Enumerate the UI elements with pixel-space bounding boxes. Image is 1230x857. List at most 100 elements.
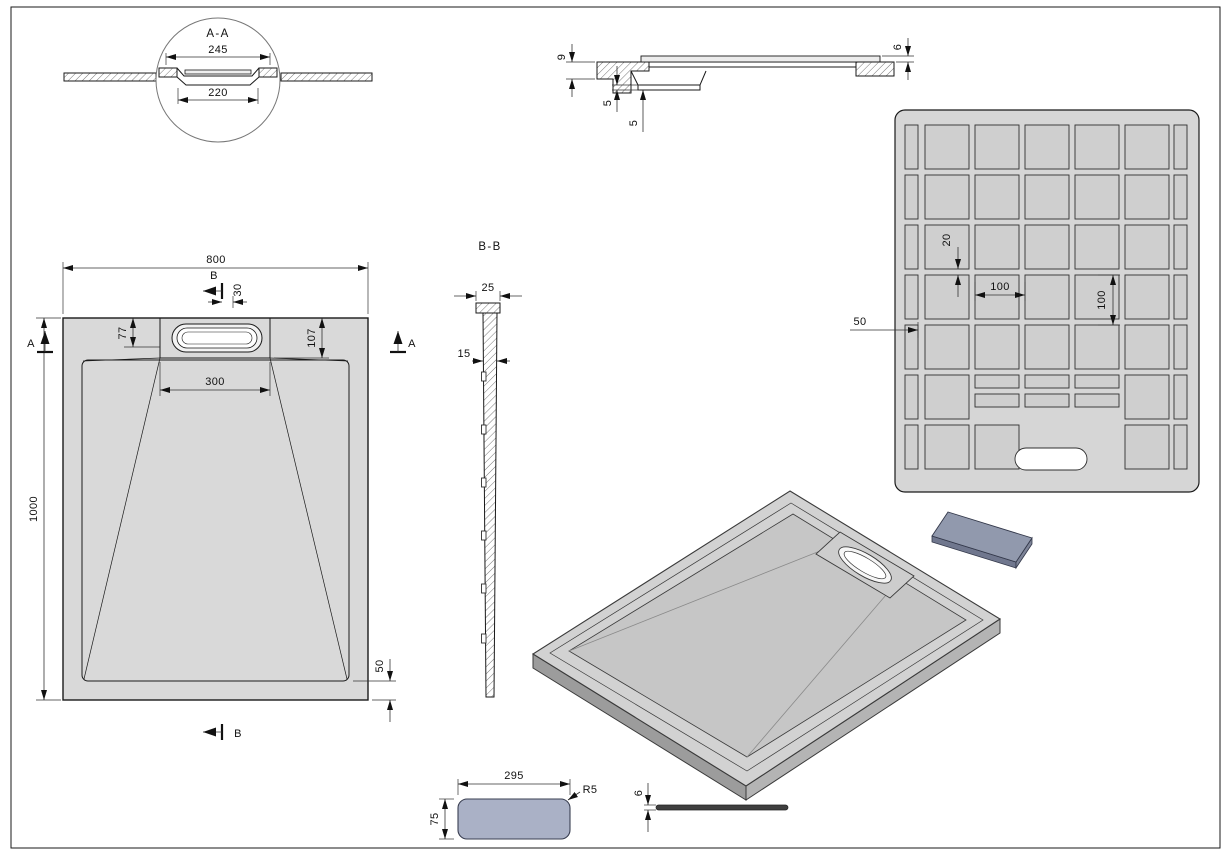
rib-cell <box>974 124 1020 170</box>
dim-1000: 1000 <box>28 317 61 701</box>
rib-grid <box>904 124 1188 471</box>
section-b-label: B <box>234 728 242 740</box>
section-a-label: A <box>408 338 416 350</box>
rib-cell <box>1074 174 1120 220</box>
edge-strip <box>904 424 919 470</box>
view-section-bb: B-B 25 15 <box>454 241 522 698</box>
section-marker-a-left: A <box>27 331 53 354</box>
edge-strip <box>1173 374 1188 420</box>
dim-5-first: 5 <box>602 66 640 112</box>
cover-side-profile <box>655 804 789 811</box>
edge-strip <box>1173 274 1188 320</box>
rib-strip <box>974 374 1020 389</box>
dim-800: 800 <box>62 254 369 314</box>
detail-circle <box>155 17 281 143</box>
dim-9: 9 <box>556 44 595 97</box>
section-bb-geometry <box>475 302 501 698</box>
rib-cell <box>1074 324 1120 370</box>
drain-cover-seat-inner <box>181 331 253 345</box>
dim-245-label: 245 <box>208 44 228 56</box>
rib-cell <box>974 224 1020 270</box>
rib-cell <box>1074 124 1120 170</box>
dim-30-label: 30 <box>232 283 244 296</box>
dim-15-label: 15 <box>457 348 470 360</box>
rib-cell <box>1124 424 1170 470</box>
section-bb-label: B-B <box>478 241 501 253</box>
tray-body <box>62 317 369 701</box>
view-bottom-ribs: 20 100 100 50 <box>850 109 1200 493</box>
dim-220-label: 220 <box>208 87 228 99</box>
dim-1000-label: 1000 <box>28 496 40 522</box>
dim-100h-label: 100 <box>990 281 1010 293</box>
rib-cell <box>974 324 1020 370</box>
dim-30: 30 <box>208 283 247 308</box>
dim-295-label: 295 <box>504 770 524 782</box>
dim-6-thickness: 6 <box>633 783 656 832</box>
section-top-geometry <box>596 55 895 94</box>
dim-20: 20 <box>941 233 961 297</box>
dim-20-label: 20 <box>941 233 953 246</box>
dim-100-horizontal: 100 <box>974 281 1026 301</box>
dim-100-vertical: 100 <box>1096 274 1120 326</box>
section-b-label: B <box>210 270 218 282</box>
cover-plate <box>457 798 571 840</box>
detail-view-label: A-A <box>206 28 229 40</box>
edge-strip <box>904 374 919 420</box>
section-bar-right <box>280 72 373 82</box>
dim-75: 75 <box>429 798 454 840</box>
rib-cell <box>1024 124 1070 170</box>
rib-strip <box>1024 374 1070 389</box>
rib-cell <box>1124 174 1170 220</box>
section-marker-b-top: B <box>203 270 224 299</box>
dim-6-thickness-label: 6 <box>633 790 645 797</box>
dim-50-bottom-label: 50 <box>374 659 386 672</box>
rib-cell <box>1024 274 1070 320</box>
drain-recess <box>159 317 271 359</box>
dim-107-label: 107 <box>306 328 318 348</box>
dim-800-label: 800 <box>206 254 226 266</box>
rib-cell <box>1074 224 1120 270</box>
section-bar-left <box>63 72 157 82</box>
dim-100v-label: 100 <box>1096 290 1108 310</box>
dim-77-label: 77 <box>117 326 129 339</box>
edge-strip <box>904 174 919 220</box>
plan-view: 800 1000 77 B 30 107 300 50 <box>27 254 416 740</box>
dim-25-label: 25 <box>481 282 494 294</box>
rib-strip <box>1024 393 1070 408</box>
view-isometric <box>531 490 1033 801</box>
dim-25: 25 <box>454 282 522 301</box>
edge-strip <box>1173 424 1188 470</box>
rib-strip <box>1074 393 1120 408</box>
rib-cell <box>924 224 970 270</box>
rib-cell <box>974 174 1020 220</box>
iso-rim-inner-edge <box>549 502 984 772</box>
radius-callout-r5: R5 <box>567 784 597 801</box>
rib-strip <box>974 393 1020 408</box>
rib-cell <box>924 424 970 470</box>
edge-strip <box>904 224 919 270</box>
dim-300: 300 <box>159 362 271 396</box>
detail-geometry <box>158 67 278 86</box>
edge-strip <box>1173 224 1188 270</box>
edge-strip <box>904 124 919 170</box>
sheet-border <box>10 6 1221 849</box>
dim-75-label: 75 <box>429 812 441 825</box>
edge-strip <box>904 324 919 370</box>
rib-cell <box>1024 224 1070 270</box>
rib-strip <box>1074 374 1120 389</box>
view-cover-plan: 295 R5 75 <box>429 770 597 840</box>
rib-cell <box>1024 174 1070 220</box>
dim-6-plate: 6 <box>882 38 914 80</box>
dim-5a-label: 5 <box>602 100 614 107</box>
iso-crease-left <box>568 550 821 652</box>
rib-cell <box>924 274 970 320</box>
section-a-label: A <box>27 338 35 350</box>
rib-cell <box>1124 374 1170 420</box>
floor-slope-lines <box>82 357 349 680</box>
dim-295: 295 <box>457 770 571 795</box>
view-detail-aa: A-A 245 220 <box>63 17 373 143</box>
edge-strip <box>1173 174 1188 220</box>
edge-strip <box>1173 324 1188 370</box>
iso-cover-top <box>931 511 1033 563</box>
